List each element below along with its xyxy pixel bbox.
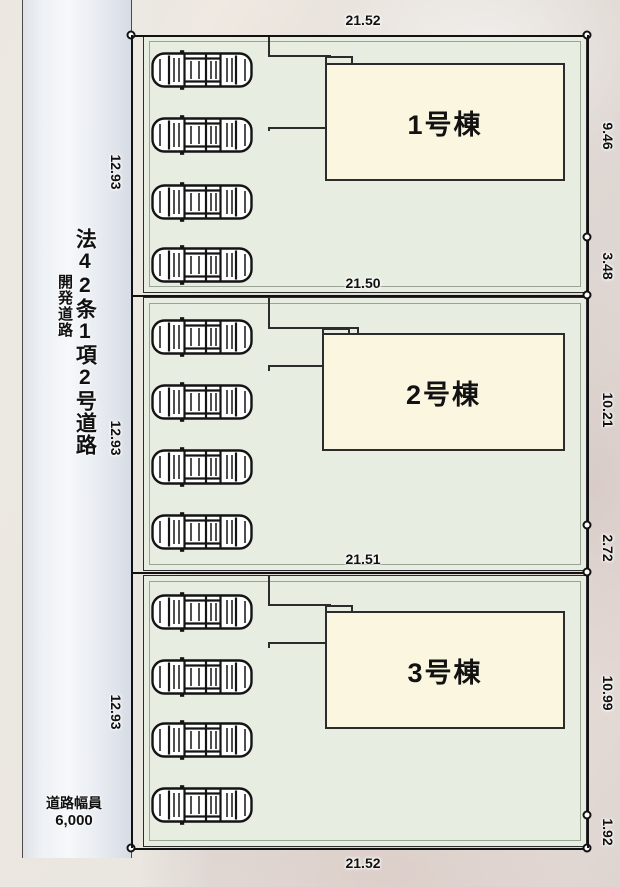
dim-label-right-6: 1.92 bbox=[600, 818, 616, 846]
dim-label-right-4: 2.72 bbox=[600, 534, 616, 562]
building-1: 1号棟 bbox=[325, 63, 565, 181]
car-symbol bbox=[150, 590, 254, 634]
dim-label-divider-2: 21.51 bbox=[345, 551, 381, 567]
car-symbol bbox=[150, 180, 254, 224]
lot-1-path-bottom bbox=[268, 127, 330, 129]
road-width-value: 6,000 bbox=[55, 811, 93, 829]
dim-line-bottom bbox=[131, 848, 587, 850]
dim-point bbox=[582, 520, 592, 530]
road-width-label: 道路幅員 bbox=[46, 795, 102, 811]
car-symbol bbox=[150, 718, 254, 762]
dim-point bbox=[582, 567, 592, 577]
lot-3-path-top bbox=[268, 604, 330, 606]
dim-label-right-1: 9.46 bbox=[600, 122, 616, 150]
dim-label-right-3: 10.21 bbox=[600, 392, 616, 428]
dim-point bbox=[582, 810, 592, 820]
building-1-label: 1号棟 bbox=[407, 109, 483, 140]
dim-label-right-2: 3.48 bbox=[600, 252, 616, 280]
car-symbol bbox=[150, 380, 254, 424]
dim-label-bottom: 21.52 bbox=[345, 855, 381, 871]
lot-1-path-tail bbox=[268, 127, 270, 131]
car-symbol bbox=[150, 783, 254, 827]
lot-3-path-tail bbox=[268, 642, 270, 648]
lot-2-path-tail bbox=[268, 365, 270, 371]
building-2: 2号棟 bbox=[322, 333, 565, 451]
lot-1-inner-border bbox=[149, 41, 581, 287]
lot-2-path-edge-left bbox=[268, 298, 270, 328]
car-symbol bbox=[150, 48, 254, 92]
lot-3-inner-border bbox=[149, 581, 581, 841]
dim-line-left bbox=[131, 35, 133, 848]
dim-line-divider-2 bbox=[131, 572, 587, 574]
lot-2-path-top bbox=[268, 327, 358, 329]
lot-2-inner-border bbox=[149, 303, 581, 565]
building-3-label: 3号棟 bbox=[407, 657, 483, 688]
dim-label-left-3: 12.93 bbox=[108, 694, 124, 730]
dim-label-right-5: 10.99 bbox=[600, 675, 616, 711]
dim-line-top bbox=[131, 35, 587, 37]
dim-label-top: 21.52 bbox=[345, 12, 381, 28]
lot-2-path-bottom bbox=[268, 365, 358, 367]
car-symbol bbox=[150, 315, 254, 359]
building-3: 3号棟 bbox=[325, 611, 565, 729]
car-symbol bbox=[150, 655, 254, 699]
car-symbol bbox=[150, 510, 254, 554]
car-symbol bbox=[150, 113, 254, 157]
car-symbol bbox=[150, 243, 254, 287]
dim-point bbox=[582, 290, 592, 300]
dim-line-right bbox=[587, 35, 589, 848]
dim-label-left-2: 12.93 bbox=[108, 420, 124, 456]
dim-label-left-1: 12.93 bbox=[108, 154, 124, 190]
dim-line-divider-1 bbox=[131, 295, 587, 297]
road-main-label: 法42条1項2号道路 bbox=[73, 228, 97, 456]
dim-point bbox=[582, 232, 592, 242]
road-width-annotation: 道路幅員 6,000 bbox=[18, 795, 130, 829]
road-strip bbox=[22, 0, 132, 858]
lot-3-path-edge-left bbox=[268, 576, 270, 605]
road-sub-label: 開発道路 bbox=[55, 274, 73, 338]
road-label-group: 法42条1項2号道路 開発道路 bbox=[30, 228, 122, 456]
lot-1-path-edge-left bbox=[268, 36, 270, 56]
lot-3-path-bottom bbox=[268, 642, 330, 644]
car-symbol bbox=[150, 445, 254, 489]
dim-label-divider-1: 21.50 bbox=[345, 275, 381, 291]
building-2-label: 2号棟 bbox=[405, 379, 482, 410]
lot-1-path-top bbox=[268, 55, 330, 57]
